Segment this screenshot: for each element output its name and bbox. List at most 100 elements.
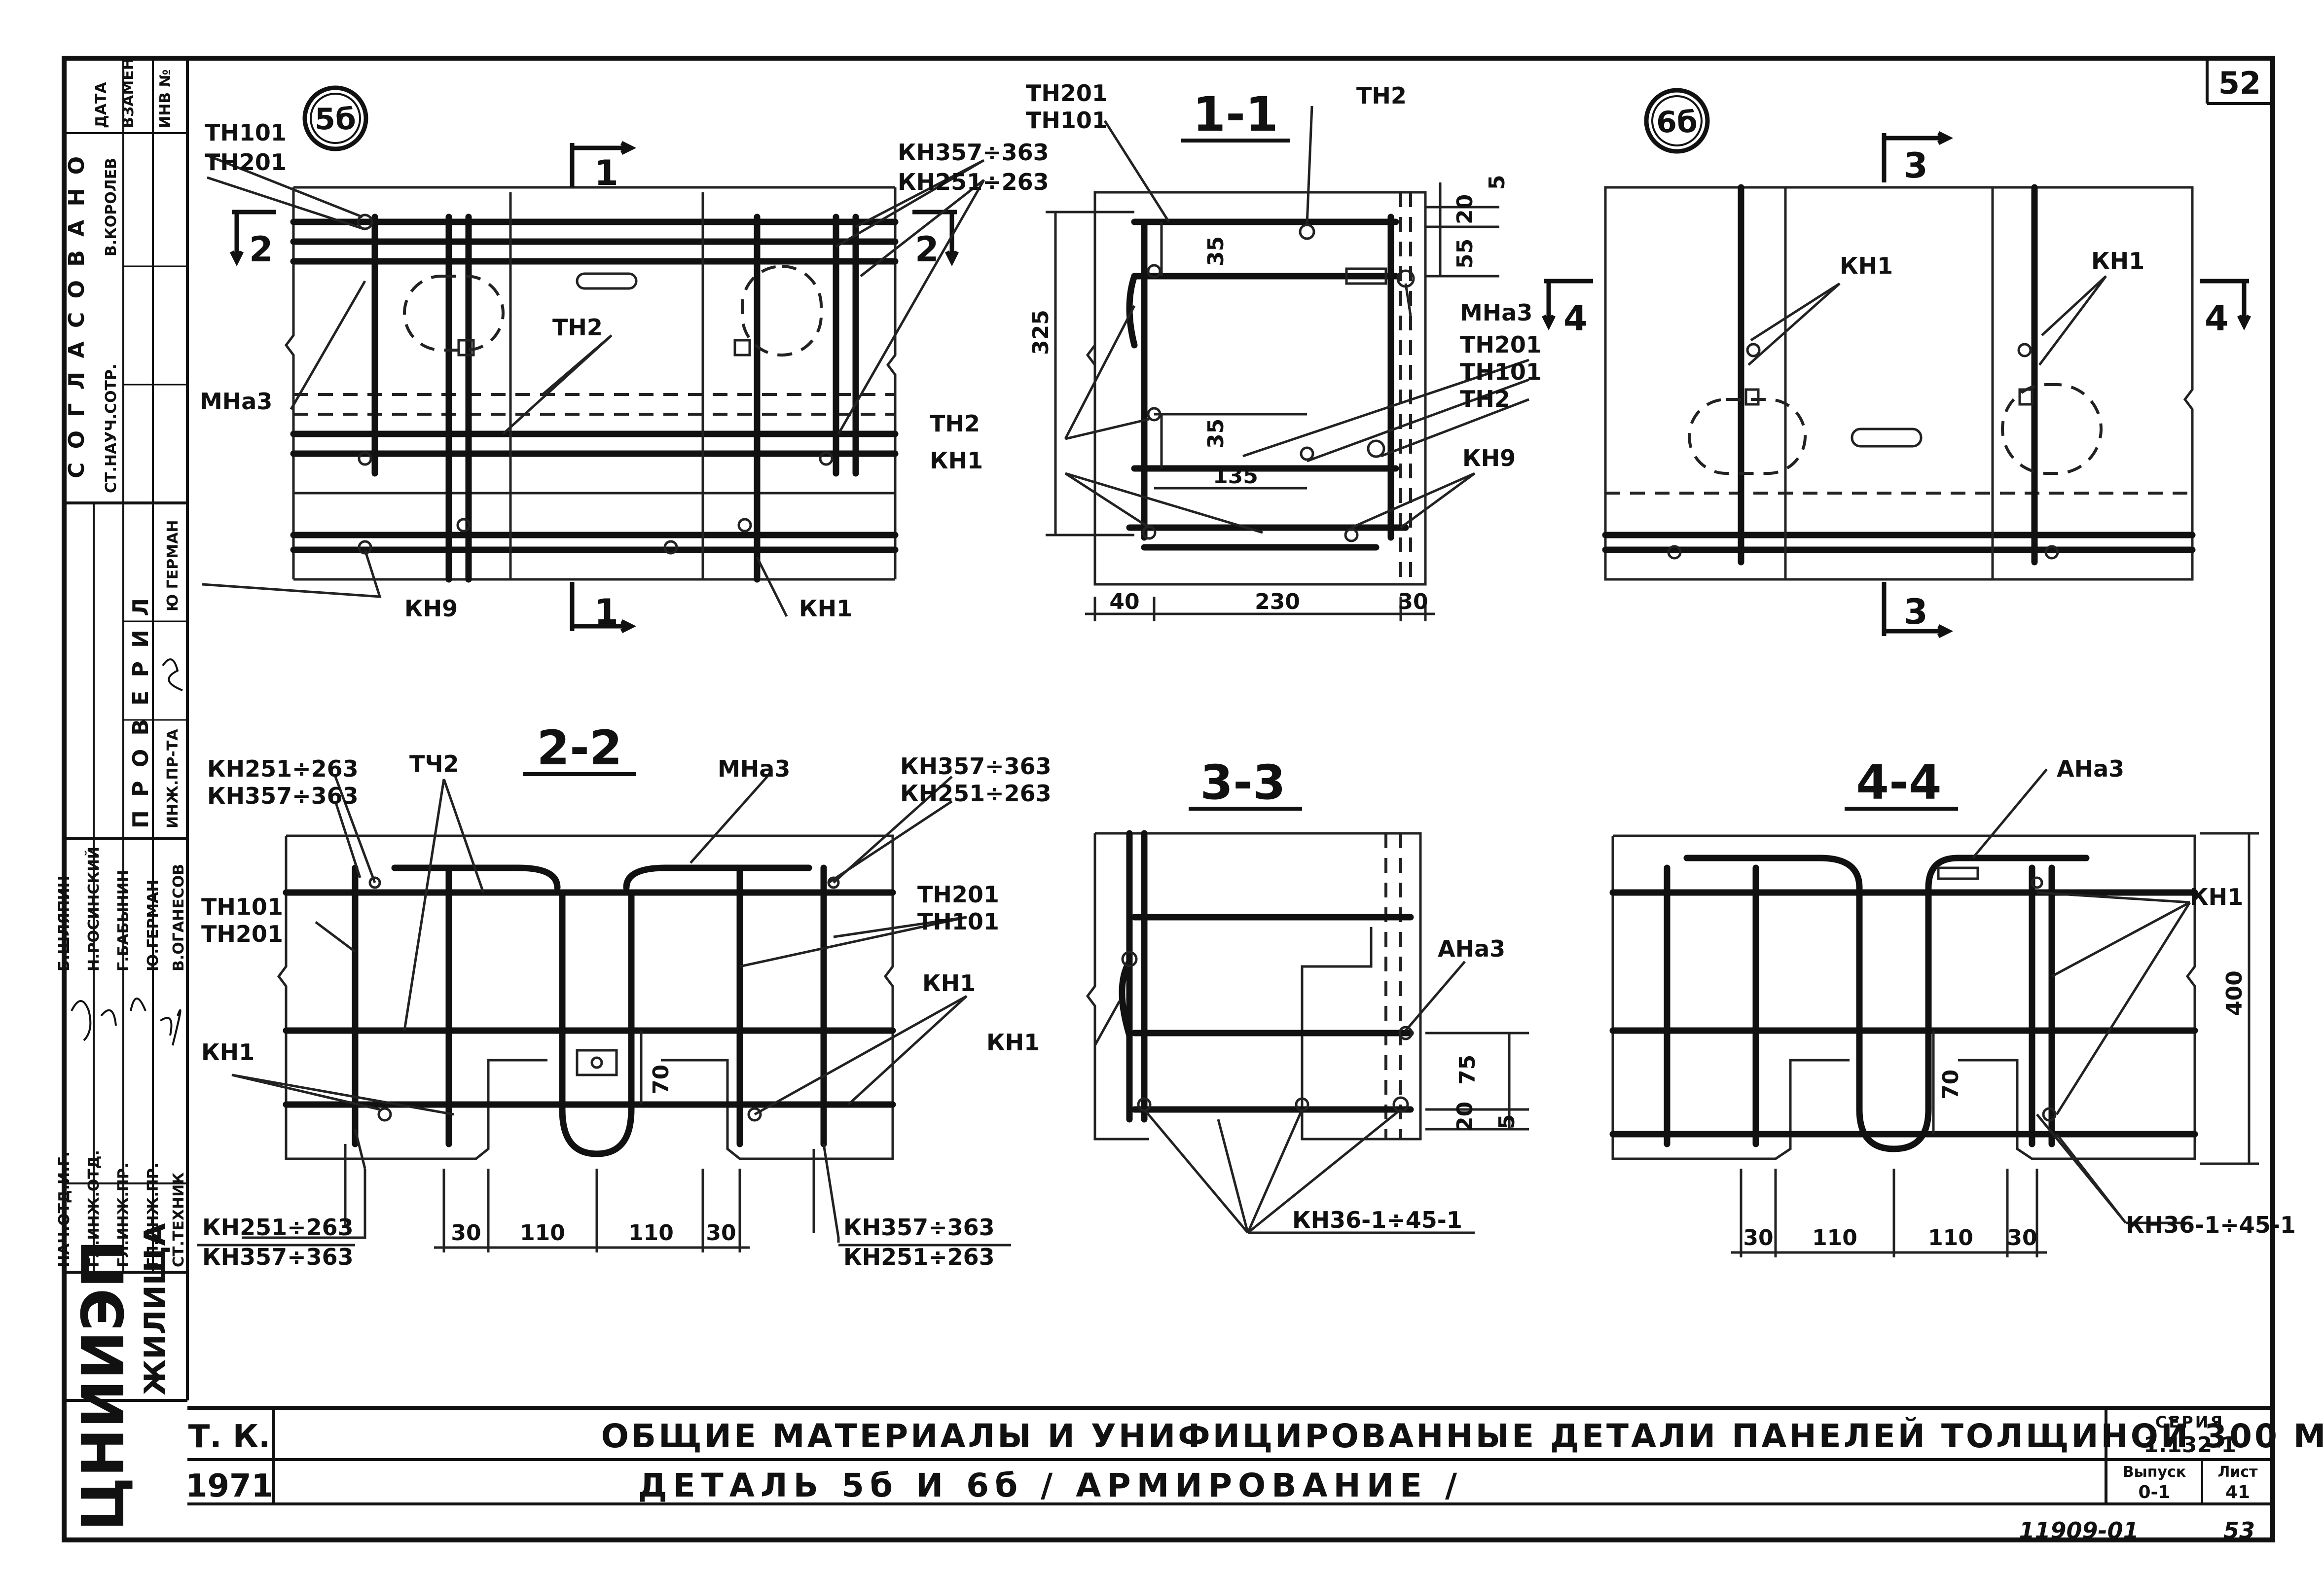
section-1-1-dim: 5 bbox=[1485, 175, 1510, 190]
section-2-2-dim: 110 bbox=[520, 1220, 565, 1246]
title-code: Т. К. bbox=[188, 1419, 271, 1455]
side-header-date: ДАТА bbox=[93, 82, 110, 128]
detail-5b-circle bbox=[302, 85, 368, 151]
section-1-1-tag: ТН2 bbox=[1356, 82, 1407, 109]
detail-6b-tag: КН1 bbox=[2091, 248, 2144, 274]
section-1-1-dim: 20 bbox=[1452, 194, 1478, 224]
section-1-1-dim: 230 bbox=[1255, 589, 1300, 614]
section-3-3-title: 3-3 bbox=[1200, 755, 1285, 810]
agreed-label: С О Г Л А С О В А Н О bbox=[64, 153, 89, 478]
section-1-1-dim: 35 bbox=[1203, 419, 1229, 449]
staff-list: НАЧ.ОТД.И.Г. ГЛ.ИНЖ.ОТД. ГЛ.ИНЖ.ПР. ГЛ.И… bbox=[56, 847, 187, 1267]
title-block: Т. К. 1971 ОБЩИЕ МАТЕРИАЛЫ И УНИФИЦИРОВА… bbox=[185, 1406, 2324, 1544]
section-1-1-dim: 40 bbox=[1109, 589, 1139, 614]
title-year: 1971 bbox=[185, 1468, 273, 1504]
cut-mark-1-bottom: 1 bbox=[594, 592, 618, 632]
issue-label: Выпуск bbox=[2123, 1464, 2186, 1481]
detail-5b-tag: КН357÷363 bbox=[898, 139, 1049, 166]
side-panel: ДАТА ВЗАМЕН ИНВ № С О Г Л А С О В А Н О … bbox=[56, 58, 189, 1531]
staff-position: НАЧ.ОТД.И.Г. bbox=[56, 1151, 73, 1267]
detail-5b-tag: ТН2 bbox=[552, 314, 603, 341]
section-4-4: 4-4 400 70 30 110 110 30 АНа3 КН1 КН36-1… bbox=[1609, 755, 2296, 1257]
detail-5b-tag: МНа3 bbox=[200, 388, 272, 415]
detail-5b-tag: ТН201 bbox=[205, 149, 287, 176]
staff-name: Ю.ГЕРМАН bbox=[145, 880, 162, 971]
section-2-2-tag: КН251÷263 bbox=[207, 755, 359, 782]
detail-5b-tag: КН1 bbox=[799, 595, 852, 622]
checked-position: ИНЖ.ПР-ТА bbox=[164, 729, 182, 828]
section-1-1-tag: ТН101 bbox=[1026, 107, 1108, 134]
section-2-2-tag: ТН201 bbox=[201, 921, 283, 947]
cut-mark-1-top: 1 bbox=[594, 153, 618, 193]
detail-5b-tag: КН251÷263 bbox=[898, 169, 1049, 195]
detail-6b: 6б 3 3 4 4 КН1 КН1 bbox=[1541, 88, 2251, 639]
section-1-1-tag: ТН2 bbox=[930, 410, 980, 437]
section-2-2-tag: КН1 bbox=[201, 1039, 254, 1066]
checked-label: П Р О В Е Р И Л bbox=[128, 595, 153, 828]
sheet-label: Лист bbox=[2217, 1464, 2258, 1481]
section-4-4-dim: 30 bbox=[2007, 1225, 2037, 1250]
cut-mark-3-top: 3 bbox=[1904, 145, 1928, 186]
section-3-3-tag: АНа3 bbox=[1438, 935, 1505, 962]
staff-position: ГЛ.ИНЖ.ПР. bbox=[115, 1163, 132, 1267]
sheet-value: 41 bbox=[2225, 1482, 2250, 1502]
sheet-frame: 52 bbox=[62, 56, 2275, 1542]
detail-6b-tag: КН1 bbox=[1840, 252, 1893, 279]
section-4-4-dim: 70 bbox=[1938, 1070, 1963, 1100]
section-1-1: 1-1 5 20 55 35 325 35 135 40 230 30 bbox=[930, 80, 1542, 621]
section-2-2-tag: КН357÷363 bbox=[843, 1214, 995, 1241]
section-4-4-tag: КН36-1÷45-1 bbox=[2126, 1212, 2296, 1238]
section-2-2-tag: ТН101 bbox=[201, 893, 283, 920]
section-4-4-tag: АНа3 bbox=[2057, 755, 2124, 782]
section-2-2-dim: 30 bbox=[706, 1220, 736, 1246]
detail-6b-circle bbox=[1644, 88, 1710, 154]
section-3-3-dim: 5 bbox=[1494, 1114, 1520, 1129]
cut-mark-4-right: 4 bbox=[2205, 298, 2229, 339]
detail-5b: 5б 1 bbox=[200, 85, 1049, 634]
cut-mark-2-right: 2 bbox=[915, 229, 939, 270]
section-1-1-dim: 35 bbox=[1203, 236, 1229, 266]
org-block: ЖИЛИЩА ЦНИИЭП bbox=[69, 1223, 173, 1531]
section-2-2-tag: ТН201 bbox=[917, 881, 999, 908]
staff-name: Г.БАБЫНИН bbox=[115, 870, 132, 971]
issue-value: 0-1 bbox=[2138, 1482, 2170, 1502]
section-2-2-tag: КН251÷263 bbox=[202, 1214, 354, 1241]
section-2-2-tag: КН251÷263 bbox=[900, 780, 1052, 807]
section-3-3-tag: КН1 bbox=[986, 1029, 1040, 1056]
archive-number: 11909-01 bbox=[2019, 1517, 2139, 1544]
page-number: 53 bbox=[2223, 1517, 2255, 1544]
side-header-replaces: ВЗАМЕН bbox=[120, 58, 137, 128]
section-2-2-tag: КН357÷363 bbox=[900, 753, 1052, 780]
section-3-3-dim: 20 bbox=[1452, 1102, 1478, 1132]
section-2-2-tag: ТН101 bbox=[917, 908, 999, 935]
section-3-3: 3-3 75 20 5 АНа3 КН1 КН36-1÷45-1 bbox=[986, 755, 1529, 1234]
cut-mark-2-left: 2 bbox=[249, 229, 273, 270]
side-header-inv: ИНВ № bbox=[157, 69, 174, 128]
series-value: 1.132-1 bbox=[2143, 1432, 2236, 1458]
section-4-4-dim: 30 bbox=[1743, 1225, 1773, 1250]
staff-position: ГЛ.ИНЖ.ПР. bbox=[145, 1163, 162, 1267]
staff-name: В.ОГАНЕСОВ bbox=[170, 864, 187, 971]
section-1-1-tag: ТН101 bbox=[1460, 358, 1542, 385]
section-3-3-tag: КН36-1÷45-1 bbox=[1292, 1207, 1462, 1233]
section-2-2-tag: КН251÷263 bbox=[843, 1244, 995, 1270]
section-1-1-dim: 30 bbox=[1398, 589, 1428, 614]
sheet-number: 52 bbox=[2218, 65, 2261, 101]
section-2-2: 2-2 70 30 110 110 30 КН251÷263 КН357÷363… bbox=[197, 720, 1052, 1270]
section-2-2-tag: МНа3 bbox=[718, 755, 790, 782]
section-4-4-dim: 110 bbox=[1928, 1225, 1973, 1250]
detail-5b-label: 5б bbox=[315, 102, 356, 137]
section-1-1-tag: ТН201 bbox=[1026, 80, 1108, 107]
section-2-2-tag: КН357÷363 bbox=[202, 1244, 354, 1270]
org-name: ЖИЛИЩА bbox=[138, 1223, 173, 1395]
staff-position: СТ.ТЕХНИК bbox=[170, 1172, 187, 1267]
section-3-3-dim: 75 bbox=[1455, 1055, 1480, 1085]
staff-position: ГЛ.ИНЖ.ОТД. bbox=[85, 1150, 103, 1267]
staff-name: Н.РОСИНСКИЙ bbox=[85, 847, 103, 971]
section-2-2-tag: КН357÷363 bbox=[207, 783, 359, 809]
agreed-name: В.КОРОЛЕВ bbox=[103, 158, 120, 256]
section-1-1-dim: 55 bbox=[1452, 239, 1478, 269]
section-1-1-tag: ТН201 bbox=[1460, 331, 1542, 358]
section-2-2-tag: ТЧ2 bbox=[409, 750, 459, 777]
